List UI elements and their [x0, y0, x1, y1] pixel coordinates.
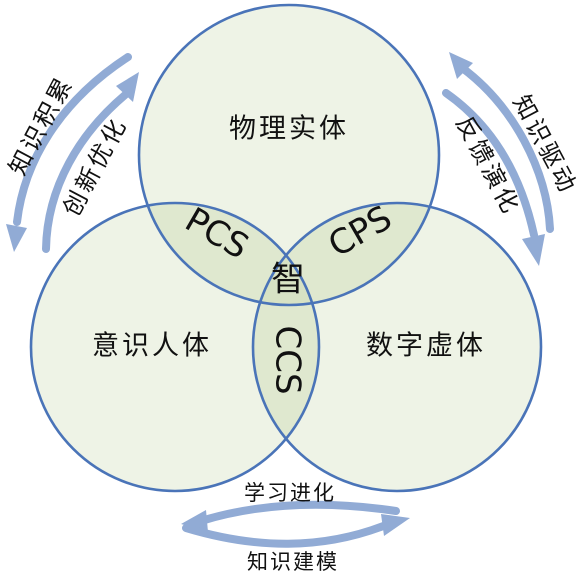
overlap-center-label: 智 — [271, 260, 305, 300]
right-outer-arrow-shaft — [457, 63, 554, 233]
circle-right-outline — [251, 201, 543, 493]
circle-left-outline — [29, 201, 321, 493]
right-inner-arrow-shaft — [442, 89, 538, 239]
overlap-top-left — [139, 203, 319, 305]
bottom-top-arrow-head — [181, 510, 208, 532]
circle-top-outline — [137, 3, 441, 307]
left-inner-arrow-head — [116, 72, 139, 102]
bottom-bottom-arrow-label: 知识建模 — [247, 550, 339, 574]
overlap-ccs-label: CCS — [268, 325, 308, 394]
overlap-top-right — [253, 203, 439, 305]
circle-left-label: 意识人体 — [92, 331, 212, 362]
bottom-bottom-arrow-head — [381, 514, 410, 536]
right-inner-arrow-head — [522, 234, 545, 266]
left-outer-arrow-head — [6, 224, 27, 252]
bottom-top-arrow-shaft — [197, 500, 400, 525]
circle-top-label: 物理实体 — [229, 114, 349, 145]
bottom-top-arrow-label: 学习进化 — [244, 481, 336, 505]
bottom-bottom-arrow-shaft — [182, 521, 390, 548]
left-inner-arrow-shaft — [42, 91, 129, 253]
circle-right-label: 数字虚体 — [366, 331, 486, 362]
left-outer-arrow-shaft — [13, 53, 132, 226]
right-outer-arrow-head — [449, 52, 473, 79]
